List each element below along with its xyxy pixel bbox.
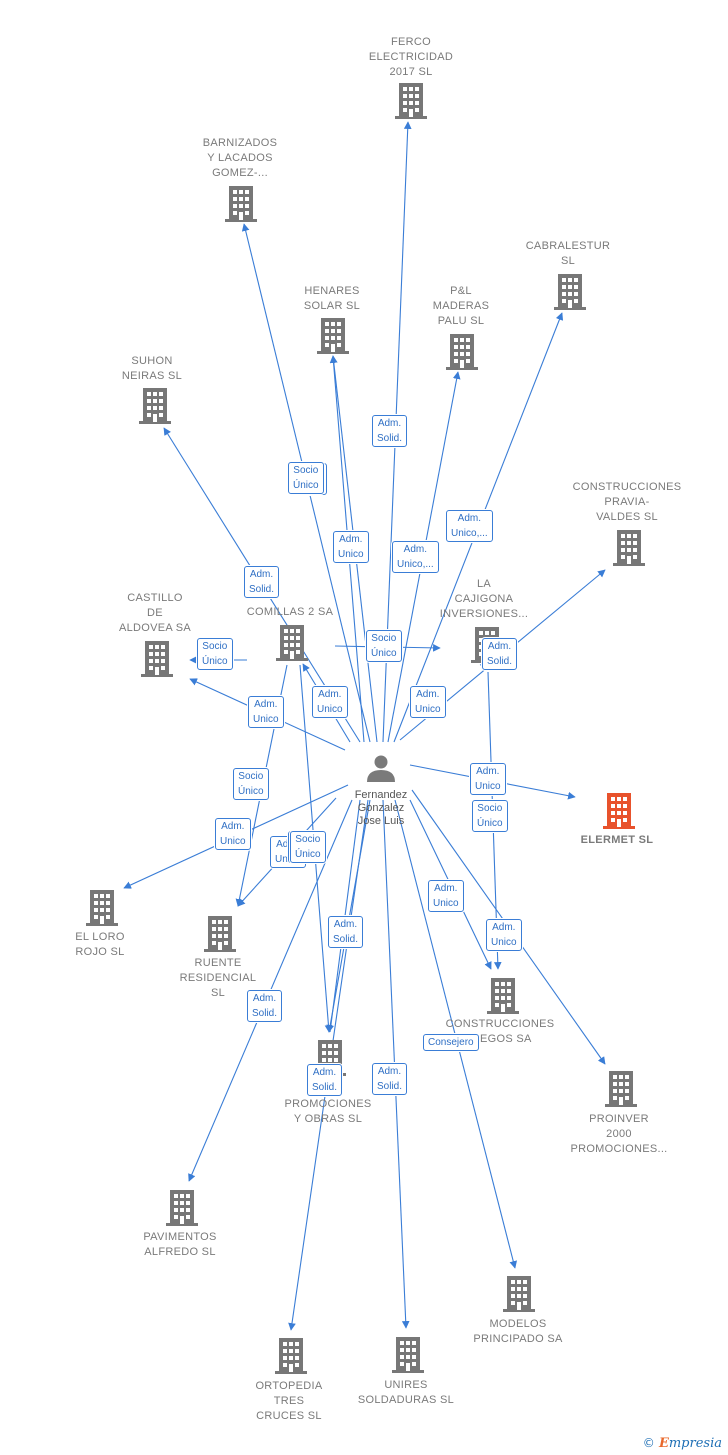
- relation-badge[interactable]: Adm. Solid.: [372, 1063, 408, 1095]
- castillo-building-icon[interactable]: [141, 641, 173, 677]
- company-label-proinver[interactable]: PROINVER 2000 PROMOCIONES...: [570, 1113, 668, 1155]
- company-label-ruente[interactable]: RUENTE RESIDENCIAL SL: [179, 957, 257, 999]
- relation-badge[interactable]: Adm. Unico: [215, 818, 251, 850]
- relation-badge[interactable]: Adm. Unico,...: [392, 541, 439, 573]
- relation-badge[interactable]: Adm. Unico: [312, 686, 348, 718]
- proinver-building-icon[interactable]: [605, 1071, 637, 1107]
- company-label-henares[interactable]: HENARES SOLAR SL: [303, 285, 361, 312]
- copyright-symbol: ©: [642, 1436, 655, 1450]
- relation-badge[interactable]: Adm. Unico: [248, 696, 284, 728]
- elermet-building-icon[interactable]: [603, 793, 635, 829]
- relation-badge[interactable]: Socio Único: [197, 638, 233, 670]
- relation-badge[interactable]: Adm. Unico: [486, 919, 522, 951]
- henares-building-icon[interactable]: [317, 318, 349, 354]
- company-label-elermet[interactable]: ELERMET SL: [580, 834, 654, 846]
- brand-initial: E: [658, 1436, 669, 1451]
- relation-badge[interactable]: Adm. Solid.: [372, 415, 408, 447]
- person-icon[interactable]: [367, 755, 395, 783]
- comillas-building-icon[interactable]: [276, 625, 308, 661]
- relation-badge[interactable]: Adm. Solid.: [244, 566, 280, 598]
- relation-badge[interactable]: Adm. Solid.: [307, 1064, 343, 1096]
- person-label[interactable]: Fernandez Gonzalez Jose Luis: [354, 789, 408, 827]
- empresia-watermark: © Empresia: [643, 1436, 722, 1451]
- company-label-castillo[interactable]: CASTILLO DE ALDOVEA SA: [118, 592, 192, 634]
- modelos-building-icon[interactable]: [503, 1276, 535, 1312]
- ortopedia-building-icon[interactable]: [275, 1338, 307, 1374]
- unires-building-icon[interactable]: [392, 1337, 424, 1373]
- relation-badge[interactable]: Adm. Unico: [410, 686, 446, 718]
- company-nodes: [86, 83, 645, 1374]
- company-label-el-loro[interactable]: EL LORO ROJO SL: [75, 931, 125, 958]
- relation-badge[interactable]: Adm. Unico,...: [446, 510, 493, 542]
- relation-badge[interactable]: Adm. Solid.: [482, 638, 518, 670]
- company-label-pl-maderas[interactable]: P&L MADERAS PALU SL: [432, 285, 490, 327]
- cabralestur-building-icon[interactable]: [554, 274, 586, 310]
- relation-badge[interactable]: Socio Único: [290, 831, 326, 863]
- company-label-comillas[interactable]: COMILLAS 2 SA: [246, 606, 334, 618]
- company-label-barnizados[interactable]: BARNIZADOS Y LACADOS GOMEZ-...: [202, 137, 278, 179]
- company-label-pavimentos[interactable]: PAVIMENTOS ALFREDO SL: [143, 1231, 217, 1258]
- el-loro-building-icon[interactable]: [86, 890, 118, 926]
- relation-badge[interactable]: Socio Único: [366, 630, 402, 662]
- relation-badge[interactable]: Adm. Unico: [428, 880, 464, 912]
- relation-badge[interactable]: Consejero: [423, 1034, 479, 1051]
- company-label-suhon[interactable]: SUHON NEIRAS SL: [121, 355, 183, 382]
- const-riegos-building-icon[interactable]: [487, 978, 519, 1014]
- relation-badge[interactable]: Adm. Unico: [333, 531, 369, 563]
- company-label-cajigona[interactable]: LA CAJIGONA INVERSIONES...: [439, 578, 529, 620]
- company-label-unires[interactable]: UNIRES SOLDADURAS SL: [357, 1379, 455, 1406]
- relation-badge[interactable]: Adm. Solid.: [247, 990, 283, 1022]
- company-label-ortopedia[interactable]: ORTOPEDIA TRES CRUCES SL: [255, 1380, 323, 1422]
- suhon-building-icon[interactable]: [139, 388, 171, 424]
- relation-badge[interactable]: Socio Único: [288, 462, 324, 494]
- company-label-ferco[interactable]: FERCO ELECTRICIDAD 2017 SL: [368, 36, 454, 78]
- pl-maderas-building-icon[interactable]: [446, 334, 478, 370]
- pavimentos-building-icon[interactable]: [166, 1190, 198, 1226]
- company-label-pravia[interactable]: CONSTRUCCIONES PRAVIA- VALDES SL: [572, 481, 682, 523]
- barnizados-building-icon[interactable]: [225, 186, 257, 222]
- company-label-const-riegos[interactable]: CONSTRUCCIONES RIEGOS SA: [445, 1018, 555, 1045]
- ruente-building-icon[interactable]: [204, 916, 236, 952]
- relation-badge[interactable]: Socio Único: [472, 800, 508, 832]
- ferco-building-icon[interactable]: [395, 83, 427, 119]
- company-label-modelos[interactable]: MODELOS PRINCIPADO SA: [473, 1318, 563, 1345]
- relation-badge[interactable]: Adm. Solid.: [328, 916, 364, 948]
- relation-badge[interactable]: Socio Único: [233, 768, 269, 800]
- relation-badge[interactable]: Adm. Unico: [470, 763, 506, 795]
- brand-name: mpresia: [668, 1436, 722, 1451]
- pravia-building-icon[interactable]: [613, 530, 645, 566]
- company-label-cabralestur[interactable]: CABRALESTUR SL: [525, 240, 611, 267]
